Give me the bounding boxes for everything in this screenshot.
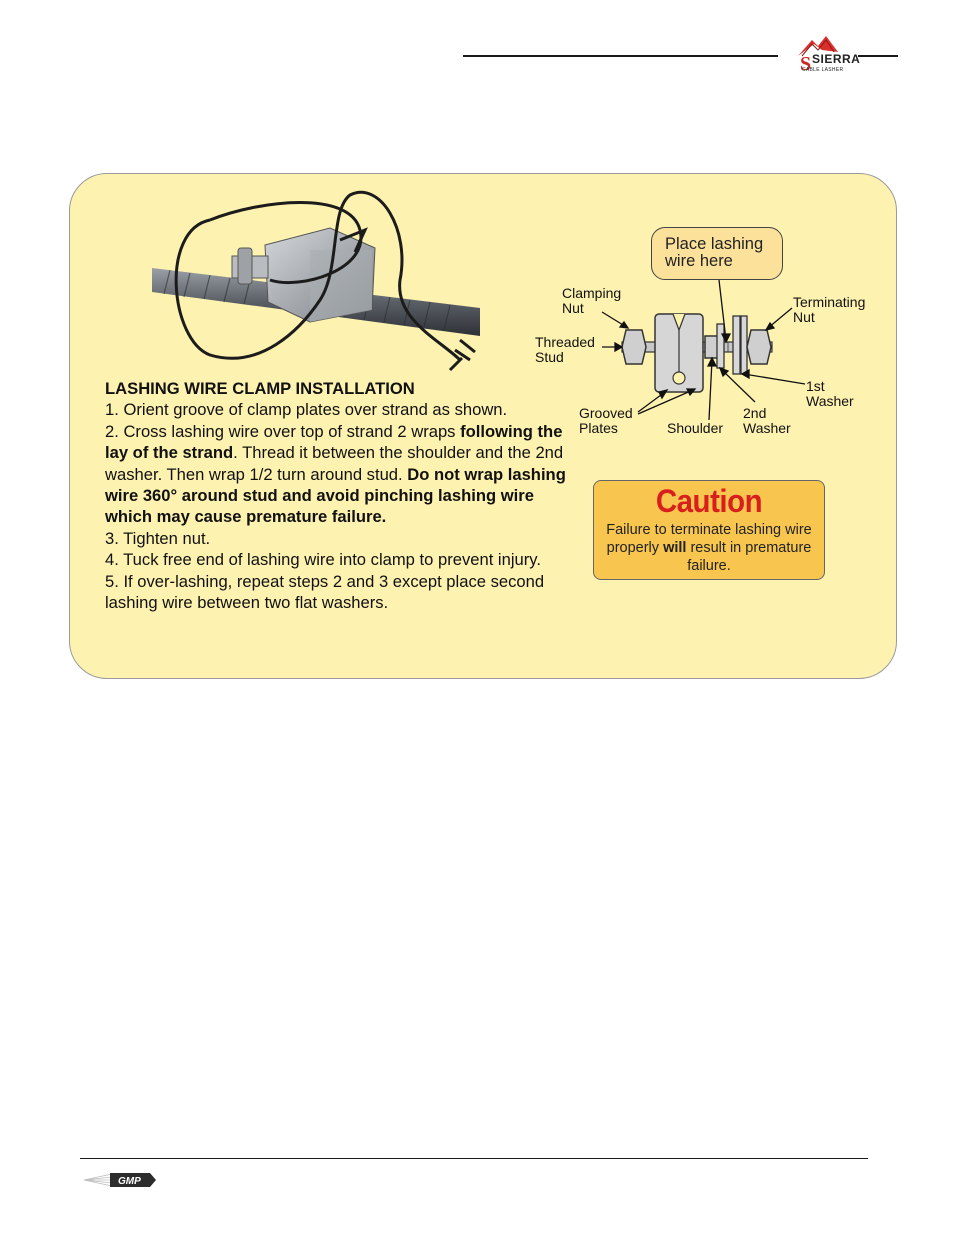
label-shoulder: Shoulder — [667, 420, 724, 436]
label-grooved-plates: Grooved Plates — [579, 405, 633, 436]
svg-text:S: S — [800, 53, 811, 75]
step-4: 4. Tuck free end of lashing wire into cl… — [105, 550, 541, 570]
step-1: 1. Orient groove of clamp plates over st… — [105, 400, 508, 420]
caution-box: Caution Failure to terminate lashing wir… — [593, 480, 825, 580]
caution-body: Failure to terminate lashing wire proper… — [594, 521, 824, 575]
label-threaded-stud: Threaded Stud — [535, 334, 595, 365]
gmp-logo-text: GMP — [118, 1176, 141, 1187]
step-2-text-a: 2. Cross lashing wire over top of strand… — [105, 421, 456, 441]
clamp-exploded-diagram — [601, 280, 806, 421]
instructions-title: LASHING WIRE CLAMP INSTALLATION — [105, 379, 415, 398]
clamp-photo-illustration — [152, 191, 480, 372]
caution-emphasis: will — [663, 540, 687, 556]
footer-rule — [80, 1158, 868, 1159]
brand-name: SIERRA — [812, 52, 861, 66]
callout-bubble: Place lashing wire here — [651, 227, 783, 280]
step-3: 3. Tighten nut. — [105, 528, 211, 548]
step-2-emphasis: following the lay of the strand — [105, 421, 563, 463]
step-2: 2. Cross lashing wire over top of strand… — [105, 421, 575, 528]
label-terminating-nut: Terminating Nut — [793, 294, 866, 325]
caution-text-c: result in premature failure. — [686, 540, 812, 574]
header-rule-right — [858, 55, 898, 57]
label-2nd-washer: 2nd Washer — [743, 405, 791, 436]
gmp-logo-icon: GMP — [83, 1173, 156, 1187]
installation-instructions: LASHING WIRE CLAMP INSTALLATION 1. Orien… — [105, 378, 575, 613]
step-2-warning: Do not wrap lashing wire 360° around stu… — [105, 464, 566, 527]
brand-subtitle: CABLE LASHER — [802, 67, 844, 73]
step-5: 5. If over-lashing, repeat steps 2 and 3… — [105, 571, 545, 613]
label-clamping-nut: Clamping Nut — [562, 285, 622, 316]
caution-text-a: Failure to terminate lashing wire proper… — [606, 522, 812, 556]
sierra-logo-icon: S — [798, 36, 838, 75]
header-rule — [463, 55, 778, 57]
label-1st-washer: 1st Washer — [806, 378, 854, 409]
step-2-text-c: . Thread it between the shoulder and the… — [105, 443, 564, 484]
caution-title: Caution — [655, 483, 763, 519]
